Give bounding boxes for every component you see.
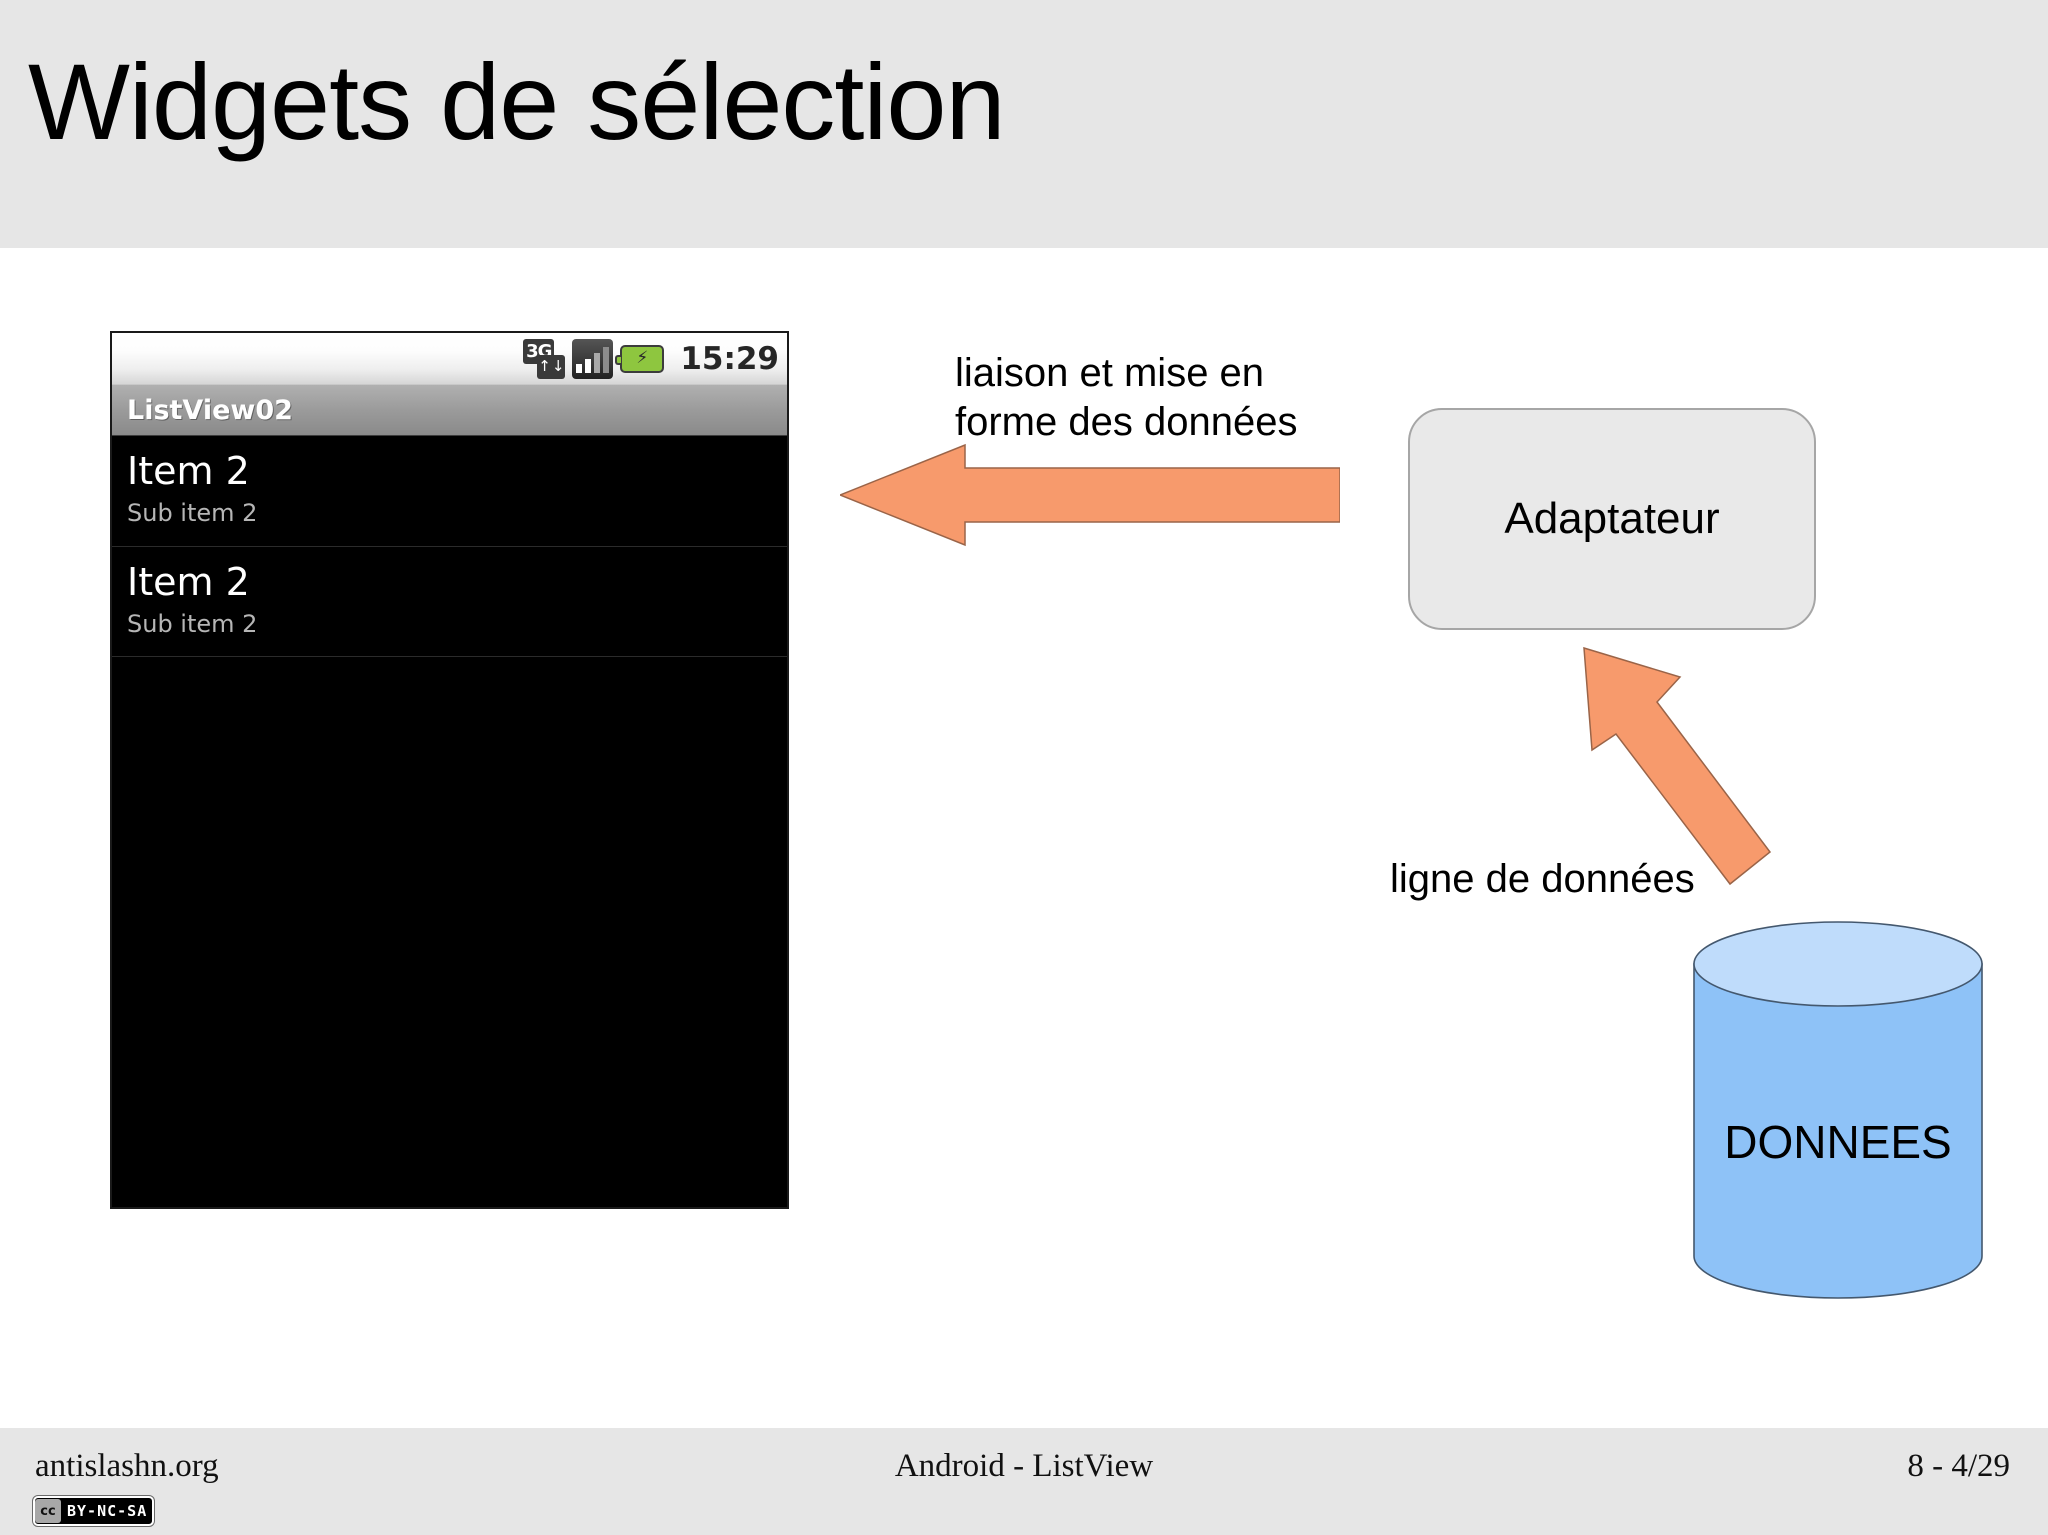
signal-bar-1 (576, 363, 583, 373)
3g-data-icon: 3G ↑↓ (523, 338, 566, 379)
page-title: Widgets de sélection (28, 41, 1006, 162)
app-title-label: ListView02 (127, 394, 293, 426)
battery-charging-icon: ⚡ (615, 344, 665, 373)
list-item-secondary-text: Sub item 2 (127, 609, 258, 638)
status-bar-icons: 3G ↑↓ ⚡ 15:29 (523, 338, 779, 379)
charging-bolt-icon: ⚡ (636, 348, 649, 368)
android-screenshot: 3G ↑↓ ⚡ 15:29 ListView02 (110, 331, 789, 1209)
listview[interactable]: Item 2 Sub item 2 Item 2 Sub item 2 (112, 436, 787, 658)
list-item[interactable]: Item 2 Sub item 2 (112, 436, 787, 547)
cc-icon: cc (35, 1499, 61, 1523)
slide-header-band (0, 0, 2048, 248)
adapter-node: Adaptateur (1408, 408, 1816, 630)
cc-license-terms: BY-NC-SA (67, 1502, 148, 1520)
list-item-primary-text: Item 2 (127, 449, 250, 493)
footer-page-number: 8 - 4/29 (1907, 1448, 2010, 1484)
list-item-primary-text: Item 2 (127, 559, 250, 604)
footer-site-name: antislashn.org (35, 1448, 219, 1484)
android-title-bar: ListView02 (112, 385, 787, 436)
arrow-up-left-icon (1583, 646, 1772, 886)
creative-commons-badge: cc BY-NC-SA (33, 1496, 155, 1526)
database-label: DONNEES (1724, 1116, 1952, 1168)
data-transfer-arrows: ↑↓ (537, 354, 566, 379)
signal-bar-2 (585, 358, 592, 373)
annotation-data-row-text: ligne de données (1390, 857, 1695, 901)
android-status-bar: 3G ↑↓ ⚡ 15:29 (112, 333, 787, 385)
footer-subject: Android - ListView (894, 1448, 1154, 1484)
signal-bar-4 (603, 346, 610, 373)
data-down-arrow-icon: ↓ (551, 357, 565, 375)
list-item-secondary-text: Sub item 2 (127, 498, 258, 527)
slide-footer-band (0, 1428, 2048, 1535)
data-up-arrow-icon: ↑ (538, 357, 551, 375)
adapter-label: Adaptateur (1504, 494, 1720, 543)
status-bar-clock: 15:29 (680, 340, 779, 377)
database-cylinder-icon (1693, 921, 1983, 1299)
signal-bars-icon (572, 338, 614, 379)
annotation-binding-text: liaison et mise en forme des données (955, 351, 1298, 444)
list-item[interactable]: Item 2 Sub item 2 (112, 547, 787, 658)
signal-bar-3 (594, 352, 601, 373)
arrow-left-icon (840, 443, 1340, 547)
